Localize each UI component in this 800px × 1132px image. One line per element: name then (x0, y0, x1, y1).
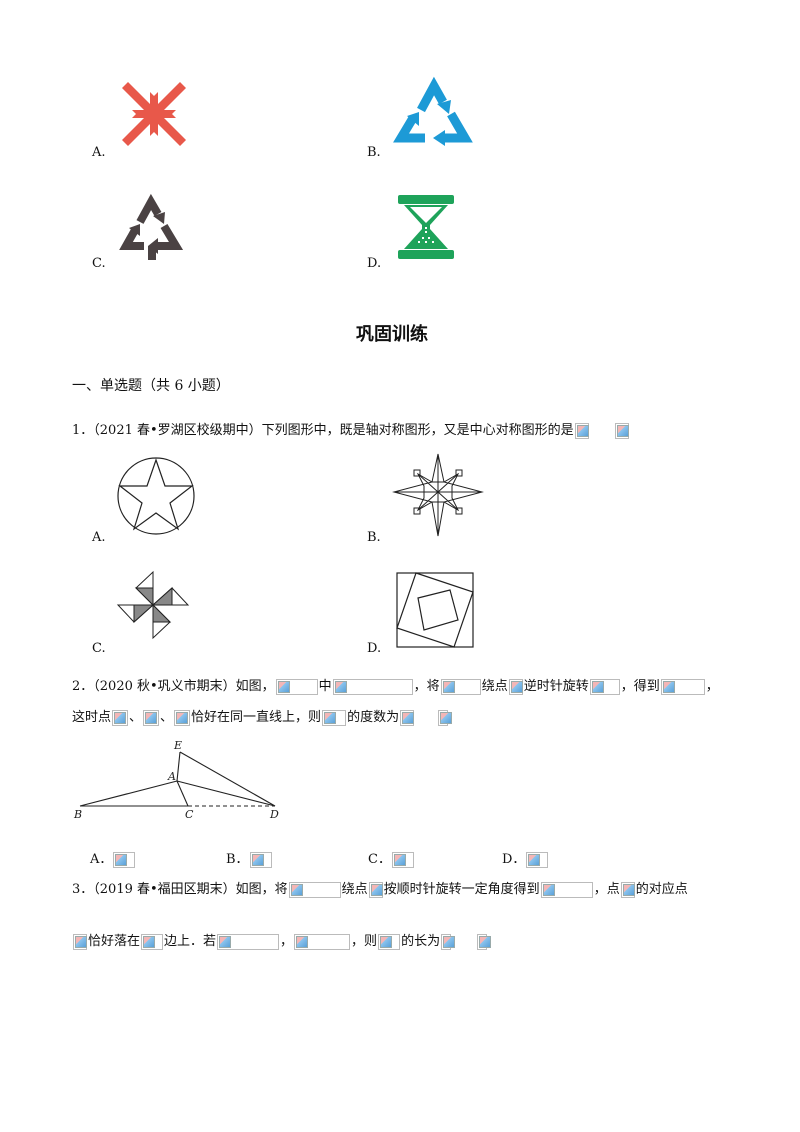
point-a-label: A (167, 770, 176, 783)
question-2-option-c: C． (368, 850, 415, 870)
formula-image (73, 933, 87, 950)
point-c-label: C (185, 808, 194, 821)
question-3-line-2: 恰好落在边上．若，，则的长为 (72, 932, 492, 952)
formula-image (378, 933, 401, 950)
point-e-label: E (173, 739, 182, 752)
question-1-stem: 1．（2021 春•罗湖区校级期中）下列图形中，既是轴对称图形，又是中心对称图形… (72, 421, 630, 441)
formula-image (526, 851, 549, 868)
section-title: 巩固训练 (356, 324, 428, 345)
formula-image (477, 933, 492, 950)
compass-star-figure (392, 453, 484, 537)
formula-image (143, 709, 160, 726)
formula-image (294, 933, 351, 950)
formula-image (441, 933, 456, 950)
formula-image (113, 851, 136, 868)
q1-option-c-label: C. (92, 641, 106, 656)
hourglass-icon (398, 195, 454, 259)
formula-image (332, 678, 413, 695)
point-b-label: B (73, 808, 82, 821)
formula-image (620, 881, 635, 898)
top-option-b-label: B. (367, 145, 381, 160)
formula-image (508, 678, 523, 695)
formula-image (660, 678, 705, 695)
pinwheel-figure (116, 570, 190, 640)
formula-image (589, 678, 620, 695)
formula-image (614, 422, 629, 439)
question-2-line-1: 2．（2020 秋•巩义市期末）如图，中，将绕点逆时针旋转，得到， (72, 678, 719, 695)
point-d-label: D (269, 808, 279, 821)
top-option-c-label: C. (92, 256, 106, 271)
square-in-square-figure (396, 572, 474, 648)
formula-image (574, 422, 589, 439)
formula-image (322, 709, 347, 726)
formula-image (288, 881, 341, 898)
question-2-option-b: B． (226, 850, 273, 870)
circle-star-figure (117, 457, 195, 535)
question-2-options: A． (90, 850, 136, 870)
formula-image (540, 881, 593, 898)
formula-image (112, 709, 129, 726)
triangle-rotation-diagram: E A B C D (73, 739, 279, 821)
dark-recycle-icon (119, 193, 184, 260)
formula-image (275, 678, 318, 695)
section-heading: 一、单选题（共 6 小题） (72, 378, 230, 394)
q1-option-d-label: D. (367, 641, 382, 656)
question-3-line-1: 3．（2019 春•福田区期末）如图，将绕点按顺时针旋转一定角度得到，点的对应点 (72, 881, 688, 898)
formula-image (174, 709, 191, 726)
top-option-d-label: D. (367, 256, 382, 271)
blue-recycle-icon (393, 76, 473, 146)
formula-image (217, 933, 280, 950)
question-2-line-2: 这时点、、恰好在同一直线上，则的度数为 (72, 708, 453, 728)
formula-image (400, 709, 415, 726)
question-2-option-d: D． (502, 850, 549, 870)
formula-image (368, 881, 383, 898)
formula-image (440, 678, 481, 695)
formula-image (391, 851, 414, 868)
question-1-text: 1．（2021 春•罗湖区校级期中）下列图形中，既是轴对称图形，又是中心对称图形… (72, 423, 574, 438)
formula-image (249, 851, 272, 868)
inward-arrows-icon (122, 82, 186, 146)
formula-image (141, 933, 164, 950)
q1-option-b-label: B. (367, 530, 381, 545)
formula-image (438, 709, 453, 726)
q1-option-a-label: A. (92, 530, 106, 545)
top-option-a-label: A. (92, 145, 106, 160)
